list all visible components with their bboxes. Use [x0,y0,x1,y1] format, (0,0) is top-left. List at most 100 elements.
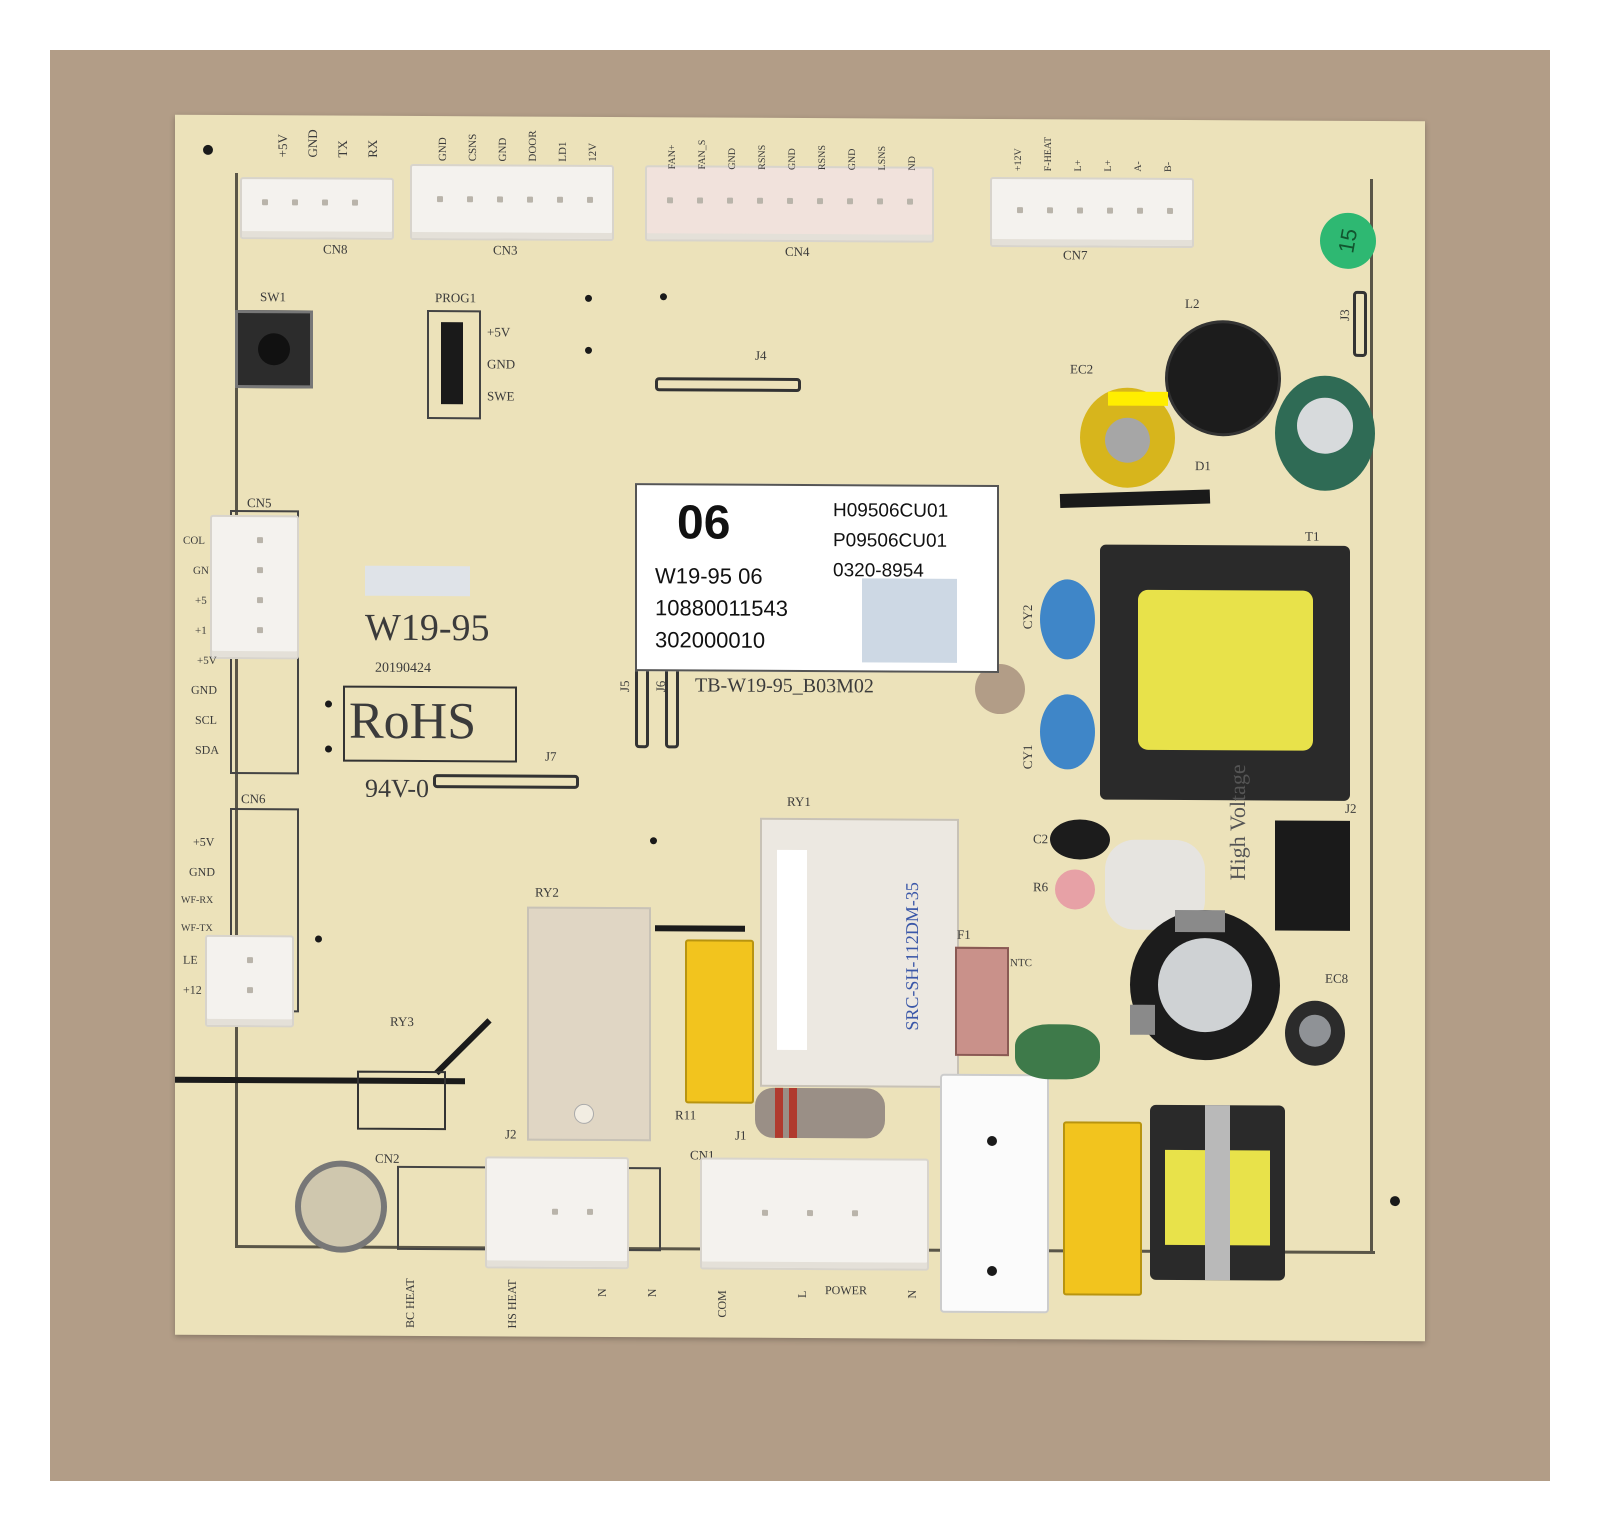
main-capacitor [1130,909,1280,1061]
cn3-pin-label: LD1 [557,141,569,162]
redacted-area [1130,1004,1155,1035]
cn6-pin-label: WF-RX [181,894,214,906]
outline-trace-right [1370,178,1373,1255]
prog-pin-label: +5V [487,324,511,340]
pcb-part-number: TB-W19-95_B03M02 [695,674,874,698]
cn4-pin-label: RSNS [817,145,828,171]
rohs-text: RoHS [349,692,477,751]
green-sticker: 15 [1320,212,1376,270]
cn5-pin-label: +1 [195,624,207,637]
bottom-label: COM [715,1290,729,1318]
capacitor-c2 [1050,819,1110,860]
via [325,700,332,708]
cn8-pin-label: TX [335,140,350,158]
bottom-label: L [795,1290,809,1299]
t1-label: T1 [1305,528,1320,544]
cn4-pin-label: LSNS [877,145,888,171]
j7-label: J7 [545,748,557,764]
sw1-label: SW1 [260,289,286,305]
cn5-pin-label: +5V [197,654,217,667]
cn6-pin-label: +5V [193,834,215,849]
j2-label: J2 [1345,800,1357,816]
cn8-pin-label: RX [365,139,380,158]
f1-label: F1 [957,926,971,942]
cn4-pin-label: FAN_S [697,139,708,170]
r6-label: R6 [1033,879,1049,895]
connector-cn5 [210,514,299,660]
bottom-label: POWER [825,1283,867,1298]
j4-label: J4 [755,347,767,363]
ntc-thermistor [1015,1024,1100,1080]
cn4-pin-label: RSNS [757,144,768,170]
connector-cn6 [205,934,294,1028]
ry2-label: RY2 [535,884,559,900]
cn3-pin-label: GND [497,137,509,162]
ry1-label: RY1 [787,793,811,810]
capacitor-ec8 [1285,1000,1345,1066]
j5-label: J5 [617,680,632,693]
via [585,346,592,354]
screw-hole [295,1160,387,1253]
connector-cn2 [485,1156,629,1270]
jumper-j3 [1353,290,1367,357]
sticker-line: H09506CU01 [833,500,949,522]
cn7-label: CN7 [1063,247,1088,263]
photo-background: 15 CN8 +5V GND TX RX CN3 GND CSNS GND DO… [50,50,1550,1481]
x-capacitor [1063,1121,1142,1296]
cn7-pin-label: B- [1163,161,1174,172]
j2-label-bottom: J2 [505,1126,517,1142]
cy1-label: CY1 [1020,744,1035,770]
via [325,745,332,753]
ntc-label: NTC [1010,957,1032,970]
cn8-pin-label: GND [305,129,320,158]
via [585,294,592,302]
via [315,935,322,943]
ic-chip [1275,820,1350,931]
ec2-label: EC2 [1070,361,1094,377]
cn4-pin-label: GND [847,148,858,171]
via [650,837,657,845]
cn4-pin-label: GND [727,147,738,170]
cn6-pin-label: GND [189,864,215,879]
resistor-r6 [1055,869,1095,910]
jumper-j7 [433,774,579,789]
capacitor-ec2 [1080,387,1175,488]
diode-d1 [1059,489,1211,508]
cn5-pin-label: GN [193,564,209,577]
cn5-pin-label: SCL [195,712,218,727]
prog-pin-label: GND [487,356,516,372]
cn5-pin-label: COL [183,534,205,547]
cn8-pin-label: +5V [275,134,290,158]
redacted-area [365,565,470,597]
redacted-area [777,849,807,1051]
cn8-label: CN8 [323,241,348,257]
sticker-line: P09506CU01 [833,530,948,552]
cn5-pin-label: SDA [195,742,220,757]
green-sticker-text: 15 [1333,226,1362,256]
prog-pin-label: SWE [487,388,515,404]
j3-label: J3 [1337,309,1352,321]
y-capacitor-cy2 [1040,579,1095,660]
bottom-label: BC HEAT [403,1278,417,1328]
cn5-pin-label: GND [191,682,217,697]
cy2-label: CY2 [1020,604,1035,630]
rohs-box: RoHS [343,685,517,763]
l2-label: L2 [1185,296,1200,312]
via [660,293,667,301]
connector-cn1 [700,1157,929,1271]
white-component [940,1073,1049,1314]
pcb-board: 15 CN8 +5V GND TX RX CN3 GND CSNS GND DO… [175,114,1425,1342]
common-mode-choke [1150,1104,1285,1281]
programming-header [427,310,481,420]
electrolytic-capacitor [1275,375,1375,492]
high-voltage-warning: High Voltage [1225,764,1250,881]
cn3-pin-label: GND [437,137,449,162]
cn7-pin-label: L+ [1073,159,1084,172]
cn7-pin-label: +12V [1013,148,1024,172]
bottom-label: N [905,1289,919,1299]
connector-cn8 [240,177,394,240]
r11-label: R11 [675,1107,697,1123]
sticker-big-number: 06 [677,496,731,550]
d1-label: D1 [1195,458,1211,474]
c2-label: C2 [1033,831,1049,847]
